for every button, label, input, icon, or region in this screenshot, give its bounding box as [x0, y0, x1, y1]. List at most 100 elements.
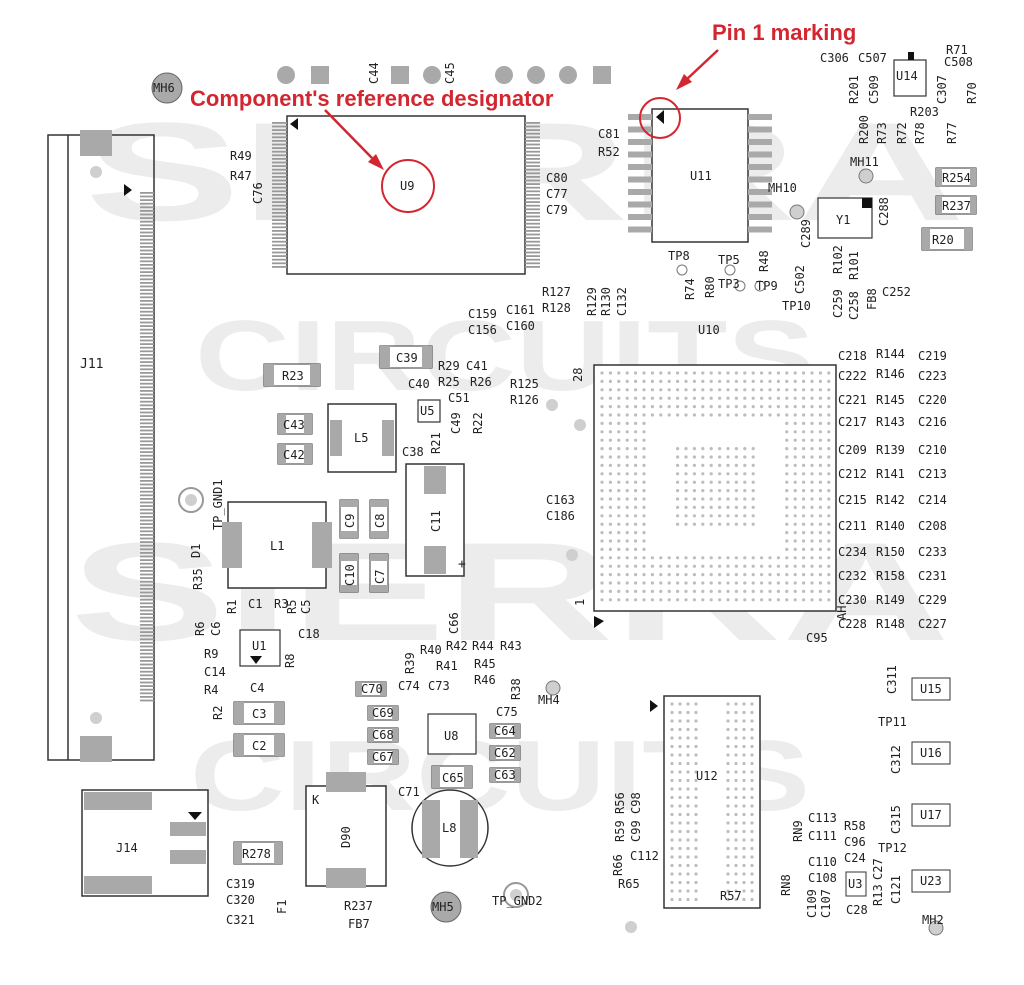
label-u17: U17: [920, 808, 942, 822]
label-c289: C289: [799, 219, 813, 248]
label-c24: C24: [844, 851, 866, 865]
label-r158: R158: [876, 569, 905, 583]
label-c69: C69: [372, 706, 394, 720]
label-r73: R73: [875, 122, 889, 144]
label-c307: C307: [935, 75, 949, 104]
label-c507: C507: [858, 51, 887, 65]
label-r47: R47: [230, 169, 252, 183]
label-f1: F1: [275, 900, 289, 914]
label-r139: R139: [876, 443, 905, 457]
label-c27: C27: [871, 858, 885, 880]
label-u23: U23: [920, 874, 942, 888]
label-c231: C231: [918, 569, 947, 583]
label-r26: R26: [470, 375, 492, 389]
label-c186: C186: [546, 509, 575, 523]
label-u14: U14: [896, 69, 918, 83]
label-r150: R150: [876, 545, 905, 559]
label-r56: R56: [613, 792, 627, 814]
label-c508: C508: [944, 55, 973, 69]
label-r77: R77: [945, 122, 959, 144]
label-u11: U11: [690, 169, 712, 183]
label-c77: C77: [546, 187, 568, 201]
label-c210: C210: [918, 443, 947, 457]
label-c51: C51: [448, 391, 470, 405]
label-c40: C40: [408, 377, 430, 391]
chip-passives: R23 C39 C43 C42 C9 C8 C10 C7 C3 C2 C70 C…: [233, 167, 977, 865]
label-c66: C66: [447, 612, 461, 634]
label-c215: C215: [838, 493, 867, 507]
label-r49: R49: [230, 149, 252, 163]
pin1-callout-text: Pin 1 marking: [712, 20, 856, 45]
label-c112: C112: [630, 849, 659, 863]
u12-pin1-icon: [650, 700, 658, 712]
label-u8: U8: [444, 729, 458, 743]
label-c216: C216: [918, 415, 947, 429]
label-c42: C42: [283, 448, 305, 462]
u10-pin1-icon: [594, 616, 604, 628]
label-r126: R126: [510, 393, 539, 407]
u10-bga: U10 28 1 AH: [571, 323, 849, 628]
label-c288: C288: [877, 197, 891, 226]
label-r48: R48: [757, 250, 771, 272]
label-r8: R8: [283, 654, 297, 668]
label-u10: U10: [698, 323, 720, 337]
label-r144: R144: [876, 347, 905, 361]
label-r22: R22: [471, 412, 485, 434]
label-r23: R23: [282, 369, 304, 383]
label-c113: C113: [808, 811, 837, 825]
label-c6: C6: [209, 622, 223, 636]
label-k: K: [312, 793, 320, 807]
label-c109: C109: [805, 889, 819, 918]
label-u10-pin28: 28: [571, 368, 585, 382]
label-l1: L1: [270, 539, 284, 553]
label-r45: R45: [474, 657, 496, 671]
label-tp-gnd1: TP_GND1: [211, 479, 225, 530]
label-c75: C75: [496, 705, 518, 719]
label-u1: U1: [252, 639, 266, 653]
label-c11: C11: [429, 510, 443, 532]
label-c230: C230: [838, 593, 867, 607]
c11-capacitor: C11 +: [405, 463, 466, 577]
label-c321: C321: [226, 913, 255, 927]
label-c7: C7: [373, 570, 387, 584]
l5-inductor: L5: [327, 403, 397, 473]
y1-crystal: Y1: [817, 197, 873, 239]
label-c10: C10: [343, 564, 357, 586]
label-c221: C221: [838, 393, 867, 407]
label-r148: R148: [876, 617, 905, 631]
label-mh5: MH5: [432, 900, 454, 914]
label-c96: C96: [844, 835, 866, 849]
label-c222: C222: [838, 369, 867, 383]
label-r72: R72: [895, 122, 909, 144]
label-c76: C76: [251, 182, 265, 204]
label-r2: R2: [211, 706, 225, 720]
label-r43: R43: [500, 639, 522, 653]
label-u16: U16: [920, 746, 942, 760]
label-r58: R58: [844, 819, 866, 833]
label-c320: C320: [226, 893, 255, 907]
label-c5: C5: [299, 600, 313, 614]
label-c80: C80: [546, 171, 568, 185]
label-c312: C312: [889, 745, 903, 774]
label-c4: C4: [250, 681, 264, 695]
label-r3: R3: [274, 597, 288, 611]
label-r203: R203: [910, 105, 939, 119]
label-r71: R71: [946, 43, 968, 57]
label-c67: C67: [372, 750, 394, 764]
label-r9: R9: [204, 647, 218, 661]
label-r46: R46: [474, 673, 496, 687]
j11-pin-row: [140, 192, 154, 702]
label-c43: C43: [283, 418, 305, 432]
label-c212: C212: [838, 467, 867, 481]
label-c81: C81: [598, 127, 620, 141]
label-c18: C18: [298, 627, 320, 641]
svg-text:+: +: [458, 557, 466, 572]
label-u3: U3: [848, 877, 862, 891]
mh6-hole: [151, 72, 183, 104]
label-c38: C38: [402, 445, 424, 459]
label-r200: R200: [857, 115, 871, 144]
label-r140: R140: [876, 519, 905, 533]
label-c234: C234: [838, 545, 867, 559]
